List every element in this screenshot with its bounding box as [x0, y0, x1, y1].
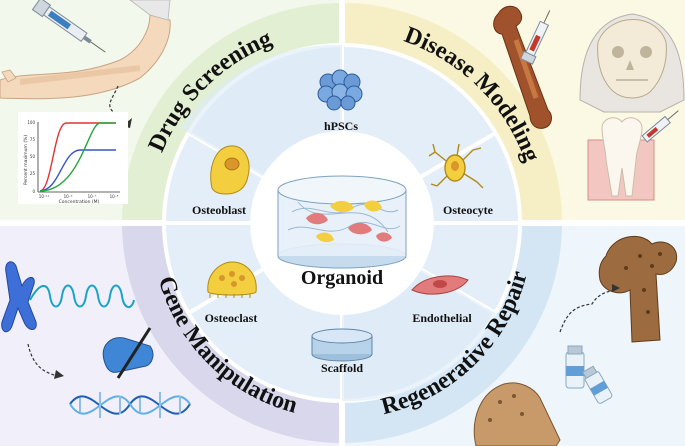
scaffold-icon	[311, 328, 373, 362]
femur-lower-icon	[473, 382, 561, 446]
femur-icon	[598, 235, 678, 343]
osteoblast-icon	[210, 145, 250, 195]
vial-icon	[565, 345, 613, 404]
mini-dose-response-chart: Percent maximum (%) Concentration (M) 10…	[18, 112, 128, 205]
label-osteoclast: Osteoclast	[205, 311, 258, 325]
mini-chart-xtick: 10⁻⁹	[64, 194, 73, 199]
tooth-icon	[587, 110, 679, 201]
endothelial-cell-icon	[411, 275, 469, 295]
mini-chart-xtick: 10⁻⁵	[110, 194, 119, 199]
label-hpscs: hPSCs	[324, 119, 358, 133]
label-scaffold: Scaffold	[321, 361, 363, 375]
dna-coil-icon	[29, 284, 135, 308]
hand-pen-icon	[102, 327, 154, 379]
dna-helix-icon	[69, 392, 191, 418]
mini-chart-ytick: 75	[30, 137, 36, 142]
osteoclast-icon	[207, 261, 257, 298]
organoid-dish-icon	[277, 175, 407, 269]
skull-icon	[579, 13, 685, 113]
osteocyte-icon	[428, 143, 484, 189]
mini-chart-ytick: 0	[32, 189, 35, 194]
mini-chart-xtick: 10⁻¹¹	[39, 194, 50, 199]
mini-chart-ytick: 100	[27, 120, 35, 125]
mini-chart-ylabel: Percent maximum (%)	[23, 135, 29, 185]
label-organoid: Organoid	[301, 267, 383, 289]
syringe-arm-icon	[0, 0, 171, 128]
label-endothelial: Endothelial	[412, 311, 472, 325]
chromosome-icon	[1, 261, 37, 333]
mini-chart-xlabel: Concentration (M)	[59, 199, 100, 205]
femur-syringe-icon	[493, 5, 552, 129]
label-osteocyte: Osteocyte	[443, 203, 494, 217]
mini-chart-ytick: 25	[30, 171, 36, 176]
hpscs-cluster-icon	[317, 69, 363, 111]
mini-chart-ytick: 50	[30, 154, 36, 159]
label-osteoblast: Osteoblast	[192, 203, 246, 217]
mini-chart-xtick: 10⁻⁷	[88, 194, 97, 199]
